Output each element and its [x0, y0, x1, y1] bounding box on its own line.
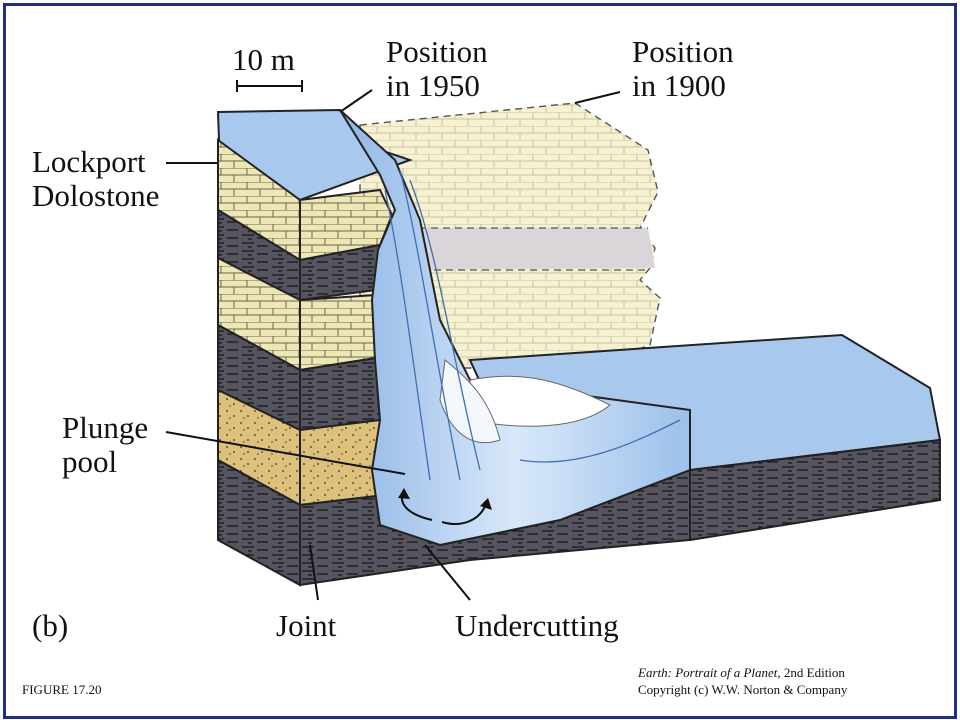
position-1900-label-line1: Position — [632, 34, 734, 69]
lockport-label-line2: Dolostone — [32, 178, 159, 213]
position-1900-label-line2: in 1900 — [632, 68, 726, 103]
leader-lines — [165, 80, 621, 601]
joint-label: Joint — [276, 608, 337, 643]
copyright-line: Copyright (c) W.W. Norton & Company — [638, 682, 848, 697]
slide-border — [3, 3, 957, 719]
figure-number: FIGURE 17.20 — [22, 682, 101, 697]
book-edition: , 2nd Edition — [777, 665, 845, 680]
scale-label: 10 m — [232, 42, 295, 77]
position-1950-label-line2: in 1950 — [386, 68, 480, 103]
plunge-pool-label-line1: Plunge — [62, 410, 148, 445]
book-citation: Earth: Portrait of a Planet, 2nd Edition — [637, 665, 845, 680]
waterfall — [339, 109, 691, 547]
book-title: Earth: Portrait of a Planet — [637, 665, 778, 680]
position-1950-label-line1: Position — [386, 34, 488, 69]
panel-label: (b) — [32, 608, 68, 643]
undercutting-label: Undercutting — [455, 608, 619, 643]
plunge-pool-label-line2: pool — [62, 444, 117, 479]
lockport-label-line1: Lockport — [32, 144, 146, 179]
